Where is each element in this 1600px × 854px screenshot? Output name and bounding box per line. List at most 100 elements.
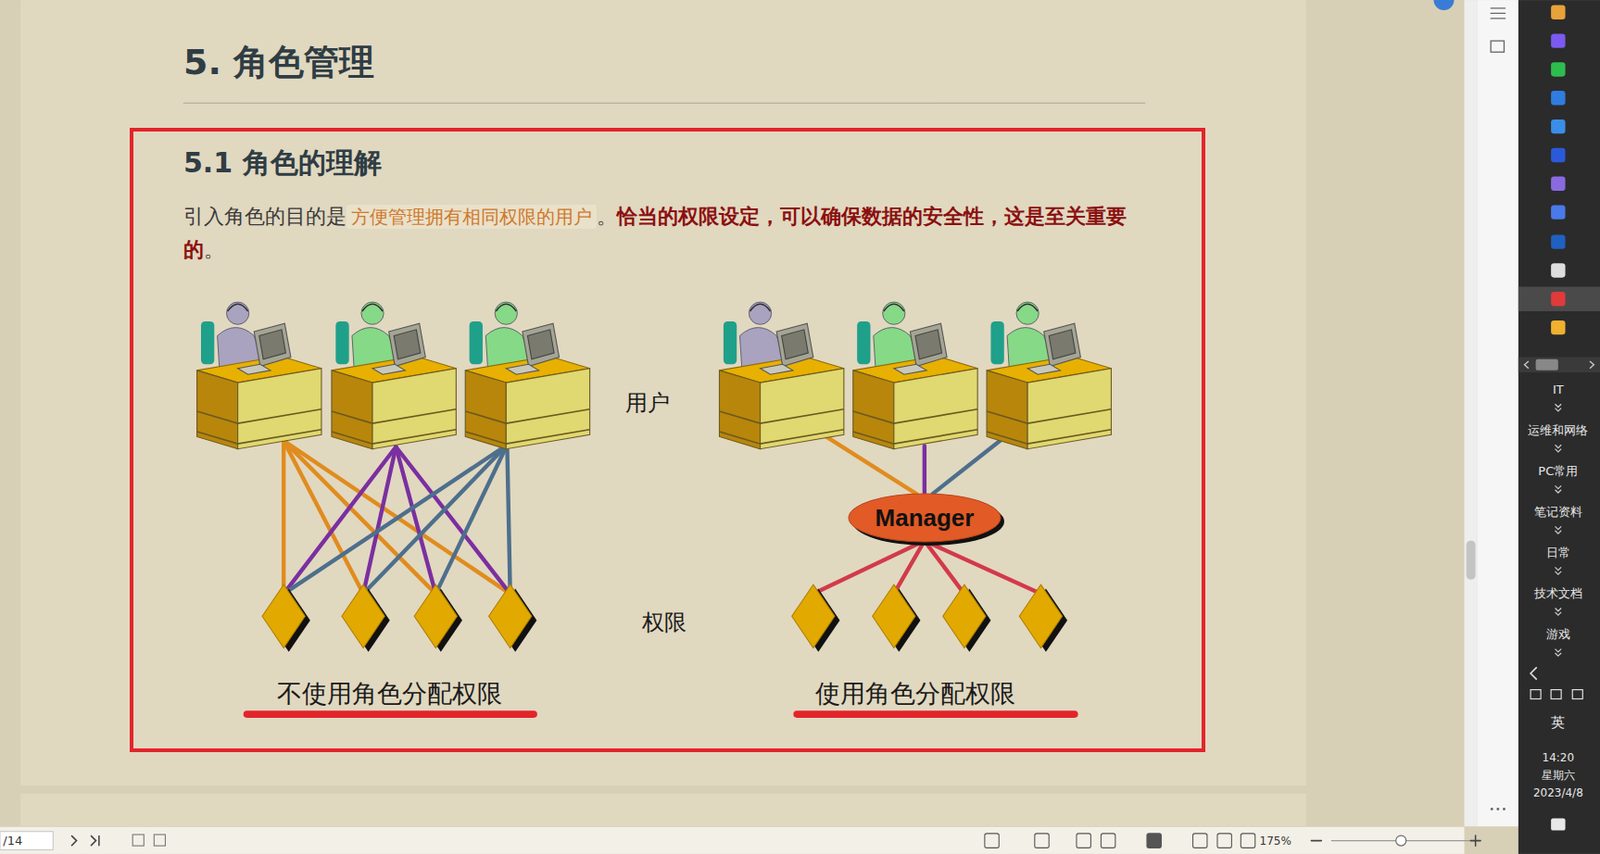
expand-chevron — [1555, 607, 1563, 616]
permission-link — [283, 440, 364, 594]
toolbar-icon — [1076, 833, 1091, 848]
toolbar-icon — [984, 833, 999, 848]
headset — [883, 303, 905, 312]
more-dot — [1496, 807, 1500, 811]
taskbar-scroll-thumb — [1536, 359, 1559, 371]
page-number: /14 — [2, 833, 23, 849]
desk-stripe — [718, 409, 844, 444]
permission-diamond — [341, 584, 385, 648]
user-head — [748, 302, 771, 325]
headset — [495, 303, 517, 312]
permission-diamond — [792, 584, 835, 648]
user-workstation — [465, 302, 590, 450]
chair — [856, 321, 870, 365]
permission-link — [395, 446, 436, 594]
permission-diamond — [1019, 584, 1062, 648]
headset — [227, 303, 249, 312]
monitor-screen — [915, 329, 943, 360]
permission-link — [283, 440, 511, 594]
keyboard — [894, 364, 927, 375]
permission-link — [435, 444, 507, 594]
document-page — [20, 0, 1307, 786]
app-icon — [1550, 263, 1565, 278]
user-badge — [1433, 0, 1454, 11]
monitor — [253, 323, 291, 366]
permission-link — [395, 446, 510, 594]
app-icon — [1550, 204, 1565, 219]
permission-diamond — [943, 584, 986, 648]
monitor-screen — [1048, 329, 1076, 360]
toolbar-icon — [1240, 833, 1255, 848]
nav-box — [132, 834, 144, 846]
keyboard — [1027, 364, 1060, 375]
taskbar-highlight — [1518, 287, 1600, 312]
tool-column — [1477, 0, 1519, 827]
input-method: 英 — [1550, 714, 1565, 731]
scroll-arrow — [1524, 361, 1594, 369]
permission-diamond — [262, 584, 305, 648]
expand-chevron — [1555, 403, 1563, 412]
status-bar — [0, 826, 1465, 854]
app-icon — [1550, 119, 1565, 134]
expand-chevron — [1555, 444, 1563, 453]
status-bar-border — [0, 826, 1465, 828]
permission-link — [506, 444, 510, 594]
app-icon — [1550, 148, 1565, 163]
app-icon — [1550, 320, 1565, 335]
taskbar-panel — [1518, 0, 1600, 854]
permission-link — [283, 444, 507, 594]
ellipse-body — [848, 493, 1001, 542]
user-workstation — [853, 302, 978, 450]
user-workstation — [197, 302, 322, 450]
permission-link — [363, 444, 507, 594]
sidebar-group: 运维和网络 — [1527, 423, 1588, 439]
sidebar-group: PC常用 — [1537, 464, 1578, 479]
scrollbar-track — [1464, 0, 1478, 827]
monitor-screen — [259, 329, 287, 360]
inline-code: 方便管理拥有相同权限的用户 — [346, 204, 597, 229]
user-head — [226, 302, 250, 325]
desk-stripe — [465, 409, 590, 444]
monitor — [389, 323, 427, 366]
desk-stripe — [986, 409, 1111, 444]
user-head — [494, 302, 517, 325]
caption-underline — [796, 710, 1075, 719]
heading-rule — [183, 102, 1146, 104]
headset — [1017, 303, 1038, 312]
tray-icon — [1572, 690, 1583, 700]
body-text: 。 — [203, 238, 225, 262]
permission-diamond — [414, 584, 457, 648]
row-label: 用户 — [625, 390, 670, 417]
desk-stripe — [197, 409, 322, 444]
clock-time: 14:20 — [1542, 751, 1575, 765]
role-permission-link — [894, 541, 925, 594]
nav-box — [153, 834, 165, 846]
headset — [750, 303, 771, 312]
monitor — [909, 323, 947, 366]
settings-icon — [1490, 17, 1505, 19]
taskbar-scroll — [1518, 357, 1600, 374]
app-icon — [1550, 291, 1565, 306]
user-role-link — [922, 445, 927, 493]
monitor-screen — [527, 329, 555, 360]
app-icon — [1550, 176, 1565, 191]
role-permission-link — [813, 541, 925, 594]
role-ellipse: Manager — [844, 490, 1005, 546]
body-text: 。 — [596, 204, 618, 228]
desk-stripe — [331, 409, 456, 444]
toolbar-icon — [1146, 833, 1161, 848]
notification-icon — [1550, 818, 1565, 831]
clock-weekday: 星期六 — [1541, 768, 1575, 782]
caption-underline — [247, 710, 534, 719]
sidebar-group: 笔记资料 — [1534, 504, 1583, 520]
expand-chevron — [1555, 566, 1563, 575]
chair — [335, 321, 349, 365]
app-icon — [1550, 90, 1565, 105]
row-label: 权限 — [642, 608, 687, 636]
diagram-caption: 使用角色分配权限 — [815, 679, 1016, 709]
clock-date: 2023/4/8 — [1533, 786, 1584, 800]
user-head — [1016, 302, 1039, 325]
desk-stripe — [853, 409, 978, 444]
diagram-caption: 不使用角色分配权限 — [277, 679, 503, 709]
